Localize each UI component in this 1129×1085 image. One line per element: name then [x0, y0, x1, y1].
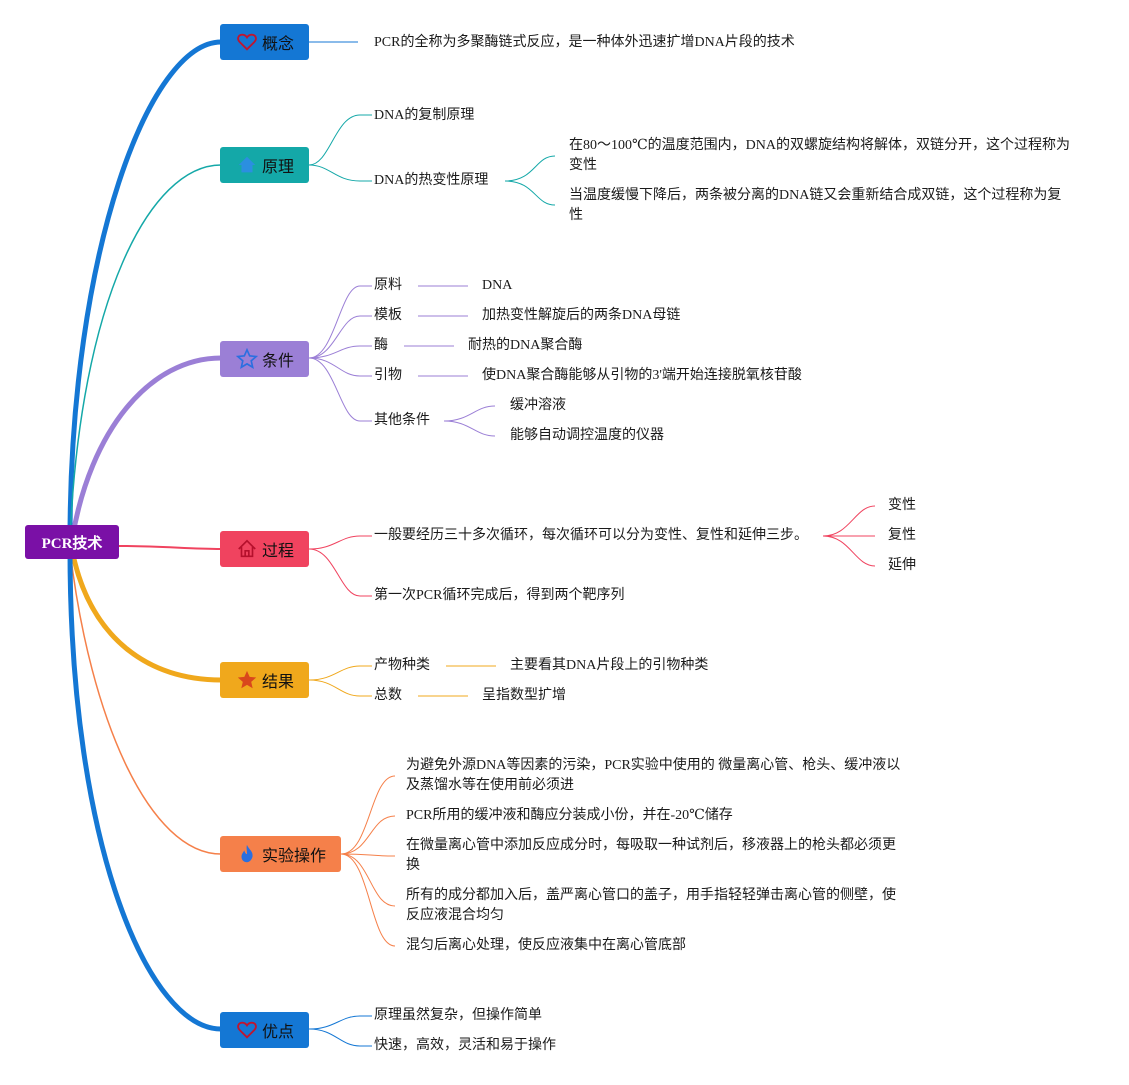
branch-operation[interactable]: 实验操作 [220, 836, 341, 872]
branch-process[interactable]: 过程 [220, 531, 309, 567]
branch-advantage-label: 优点 [262, 1022, 295, 1041]
condition-key-4: 引物 [374, 368, 402, 383]
operation-item-4: 所有的成分都加入后，盖严离心管口的盖子，用手指轻轻弹击离心管的侧壁，使反应液混合… [406, 888, 896, 923]
branch-advantage[interactable]: 优点 [220, 1012, 309, 1048]
result-key-2: 总数 [374, 688, 402, 703]
condition-value-1: DNA [482, 278, 513, 293]
condition-key-5: 其他条件 [374, 413, 430, 428]
result-value-1: 主要看其DNA片段上的引物种类 [510, 658, 709, 673]
heart-icon [236, 31, 258, 53]
link-result [69, 549, 222, 683]
process-step-2: 复性 [888, 528, 916, 543]
condition-value-2: 加热变性解旋后的两条DNA母链 [482, 308, 681, 323]
branch-condition-label: 条件 [262, 351, 295, 370]
principle-detail-1: 在80～100℃的温度范围内，DNA的双螺旋结构将解体，双链分开，这个过程称为变… [569, 138, 1070, 173]
heart-icon [236, 1019, 258, 1041]
branch-principle[interactable]: 原理 [220, 147, 309, 183]
operation-item-1: 为避免外源DNA等因素的污染，PCR实验中使用的 微量离心管、枪头、缓冲液以及蒸… [406, 758, 901, 793]
root-label: PCR技术 [41, 535, 103, 552]
concept-text: PCR的全称为多聚酶链式反应，是一种体外迅速扩增DNA片段的技术 [374, 35, 795, 50]
condition-key-2: 模板 [374, 308, 402, 323]
condition-value-5a: 缓冲溶液 [510, 398, 566, 413]
link-concept [67, 39, 222, 541]
branch-condition[interactable]: 条件 [220, 341, 309, 377]
root-node[interactable]: PCR技术 [25, 525, 119, 559]
advantage-item-1: 原理虽然复杂，但操作简单 [374, 1008, 542, 1023]
home-icon [236, 538, 258, 560]
process-step-1: 变性 [888, 498, 916, 513]
branch-result-label: 结果 [262, 672, 295, 691]
result-key-1: 产物种类 [374, 658, 430, 673]
process-item-2: 第一次PCR循环完成后，得到两个靶序列 [374, 588, 625, 603]
link-process [118, 545, 222, 550]
principle-detail-2: 当温度缓慢下降后，两条被分离的DNA链又会重新结合成双链，这个过程称为复性 [569, 188, 1062, 223]
principle-item-2: DNA的热变性原理 [374, 173, 489, 188]
condition-key-3: 酶 [374, 338, 388, 353]
link-operation [69, 549, 222, 855]
branch-concept[interactable]: 概念 [220, 24, 309, 60]
link-condition [69, 355, 222, 541]
condition-value-5b: 能够自动调控温度的仪器 [510, 428, 664, 443]
star-icon [236, 669, 258, 691]
link-advantage [67, 549, 222, 1032]
branch-result[interactable]: 结果 [220, 662, 309, 698]
star-icon [236, 348, 258, 370]
principle-item-1: DNA的复制原理 [374, 108, 475, 123]
branch-operation-label: 实验操作 [262, 846, 327, 865]
condition-key-1: 原料 [374, 278, 402, 293]
condition-value-4: 使DNA聚合酶能够从引物的3'端开始连接脱氧核苷酸 [482, 368, 802, 383]
operation-item-2: PCR所用的缓冲液和酶应分装成小份，并在-20℃储存 [406, 808, 733, 823]
operation-item-5: 混匀后离心处理，使反应液集中在离心管底部 [406, 938, 686, 953]
condition-value-3: 耐热的DNA聚合酶 [468, 338, 583, 353]
process-item-1: 一般要经历三十多次循环，每次循环可以分为变性、复性和延伸三步。 [374, 528, 808, 543]
result-value-2: 呈指数型扩增 [482, 688, 566, 703]
link-principle [69, 164, 222, 541]
process-step-3: 延伸 [888, 558, 916, 573]
branch-process-label: 过程 [262, 541, 295, 560]
flame-icon [236, 843, 258, 865]
branch-principle-label: 原理 [262, 157, 295, 176]
operation-item-3: 在微量离心管中添加反应成分时，每吸取一种试剂后，移液器上的枪头都必须更换 [406, 838, 896, 873]
home-icon [236, 154, 258, 176]
advantage-item-2: 快速，高效，灵活和易于操作 [374, 1038, 556, 1053]
branch-concept-label: 概念 [262, 34, 295, 53]
